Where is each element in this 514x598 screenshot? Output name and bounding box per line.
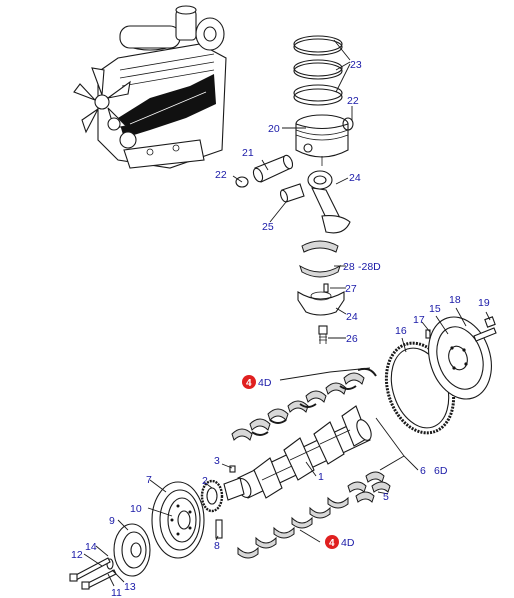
label-16: 16: [395, 325, 407, 337]
connecting-rod: [307, 170, 351, 234]
pulley-bolt: [215, 519, 223, 539]
small-end-bushing: [279, 183, 305, 203]
piston: [295, 114, 349, 166]
vibration-damper: [113, 523, 151, 577]
label-17: 17: [413, 314, 425, 326]
label-4d-bottom: 4D: [341, 537, 355, 549]
thrust-washers: [347, 471, 391, 503]
crank-collar: [223, 477, 245, 501]
label-25: 25: [262, 221, 274, 233]
damper-bolts: [69, 557, 117, 590]
part-labels: 23 22 20 21 22 24 25 28 -28D 27 24 26 18…: [71, 59, 490, 598]
badge-bottom: 4: [325, 535, 339, 549]
crankshaft: [236, 405, 372, 499]
label-7: 7: [146, 474, 152, 486]
label-24-cap: 24: [346, 311, 358, 323]
conrod-bearings: [299, 240, 341, 278]
label-28d: -28D: [358, 261, 381, 273]
label-18: 18: [449, 294, 461, 306]
snap-ring-upper: [342, 106, 354, 131]
label-4d-top: 4D: [258, 377, 272, 389]
label-24-rod: 24: [349, 172, 361, 184]
label-3: 3: [214, 455, 220, 467]
label-9: 9: [109, 515, 115, 527]
label-11: 11: [111, 587, 122, 598]
label-5: 5: [383, 491, 389, 503]
label-20: 20: [268, 123, 280, 135]
main-bearings-upper: [231, 367, 377, 441]
conrod-cap: [297, 283, 345, 316]
label-22-upper: 22: [347, 95, 359, 107]
label-6: 6: [420, 465, 426, 477]
label-19: 19: [478, 297, 490, 309]
piston-rings: [293, 35, 351, 106]
badge-top-text: 4: [246, 378, 252, 389]
label-22-lower: 22: [215, 169, 227, 181]
label-13: 13: [124, 581, 136, 593]
crank-gear: [200, 479, 224, 513]
main-bearings-lower: [237, 496, 349, 559]
label-14: 14: [85, 541, 97, 553]
conrod-nut: [318, 325, 328, 344]
label-1: 1: [318, 471, 324, 483]
label-28: 28: [343, 261, 355, 273]
label-21: 21: [242, 147, 254, 159]
label-10: 10: [130, 503, 142, 515]
label-12: 12: [71, 549, 83, 561]
crank-pulley: [151, 481, 205, 559]
label-27: 27: [345, 283, 357, 295]
badge-bottom-text: 4: [329, 538, 335, 549]
snap-ring-lower: [235, 176, 249, 188]
label-26: 26: [346, 333, 358, 345]
piston-pin: [252, 154, 294, 183]
label-15: 15: [429, 303, 441, 315]
leader-lines: [83, 127, 491, 587]
label-2: 2: [202, 475, 208, 487]
label-23: 23: [350, 59, 362, 71]
badge-top: 4: [242, 375, 256, 389]
crank-key: [229, 465, 236, 473]
label-6d: 6D: [434, 465, 448, 477]
label-8: 8: [214, 540, 220, 552]
engine-overview-illustration: [73, 5, 227, 169]
